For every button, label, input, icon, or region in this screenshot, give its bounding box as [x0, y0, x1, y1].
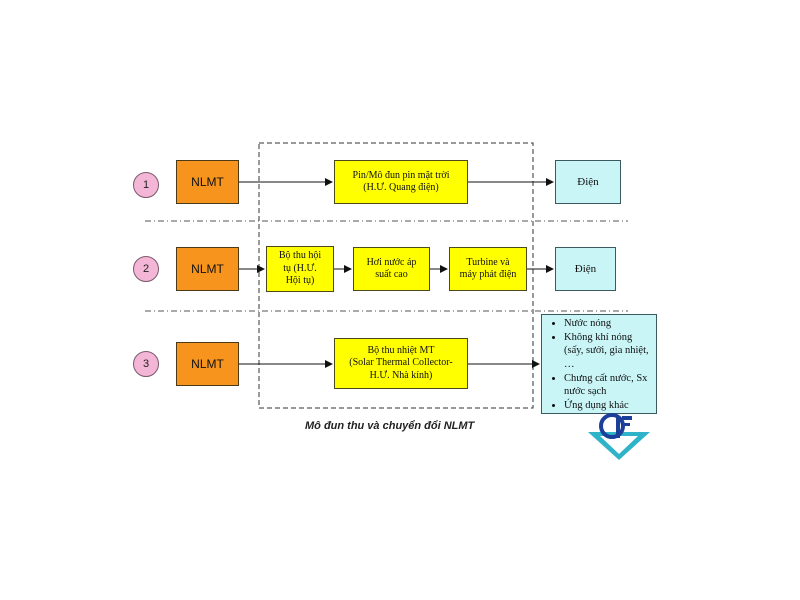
- row-2-step-3: Turbine và máy phát điện: [449, 247, 527, 291]
- row-2-step-1: Bộ thu hội tụ (H.Ư. Hội tụ): [266, 246, 334, 292]
- row-2-number: 2: [133, 256, 159, 282]
- row-3-source-box: NLMT: [176, 342, 239, 386]
- row-1-number: 1: [133, 172, 159, 198]
- row-1-step-1: Pin/Mô đun pin mặt trời (H.Ư. Quang điện…: [334, 160, 468, 204]
- output-item: Không khí nóng (sấy, sưởi, gia nhiệt, …: [564, 331, 652, 372]
- row-1-output-box: Điện: [555, 160, 621, 204]
- output-item: Nước nóng: [564, 317, 652, 331]
- row-2-step-2: Hơi nước áp suất cao: [353, 247, 430, 291]
- row-3-step-1: Bộ thu nhiệt MT (Solar Thermal Collector…: [334, 338, 468, 389]
- row-3-number: 3: [133, 351, 159, 377]
- row-2-output-box: Điện: [555, 247, 616, 291]
- output-item: Chưng cất nước, Sx nước sạch: [564, 372, 652, 399]
- diagram-caption: Mô đun thu và chuyển đổi NLMT: [305, 420, 475, 432]
- row-3-output-list: Nước nóng Không khí nóng (sấy, sưởi, gia…: [541, 314, 657, 414]
- module-boundary: [258, 142, 534, 409]
- logo-icon: [586, 410, 652, 462]
- output-item: Ứng dụng khác: [564, 399, 652, 413]
- row-1-source-box: NLMT: [176, 160, 239, 204]
- row-2-source-box: NLMT: [176, 247, 239, 291]
